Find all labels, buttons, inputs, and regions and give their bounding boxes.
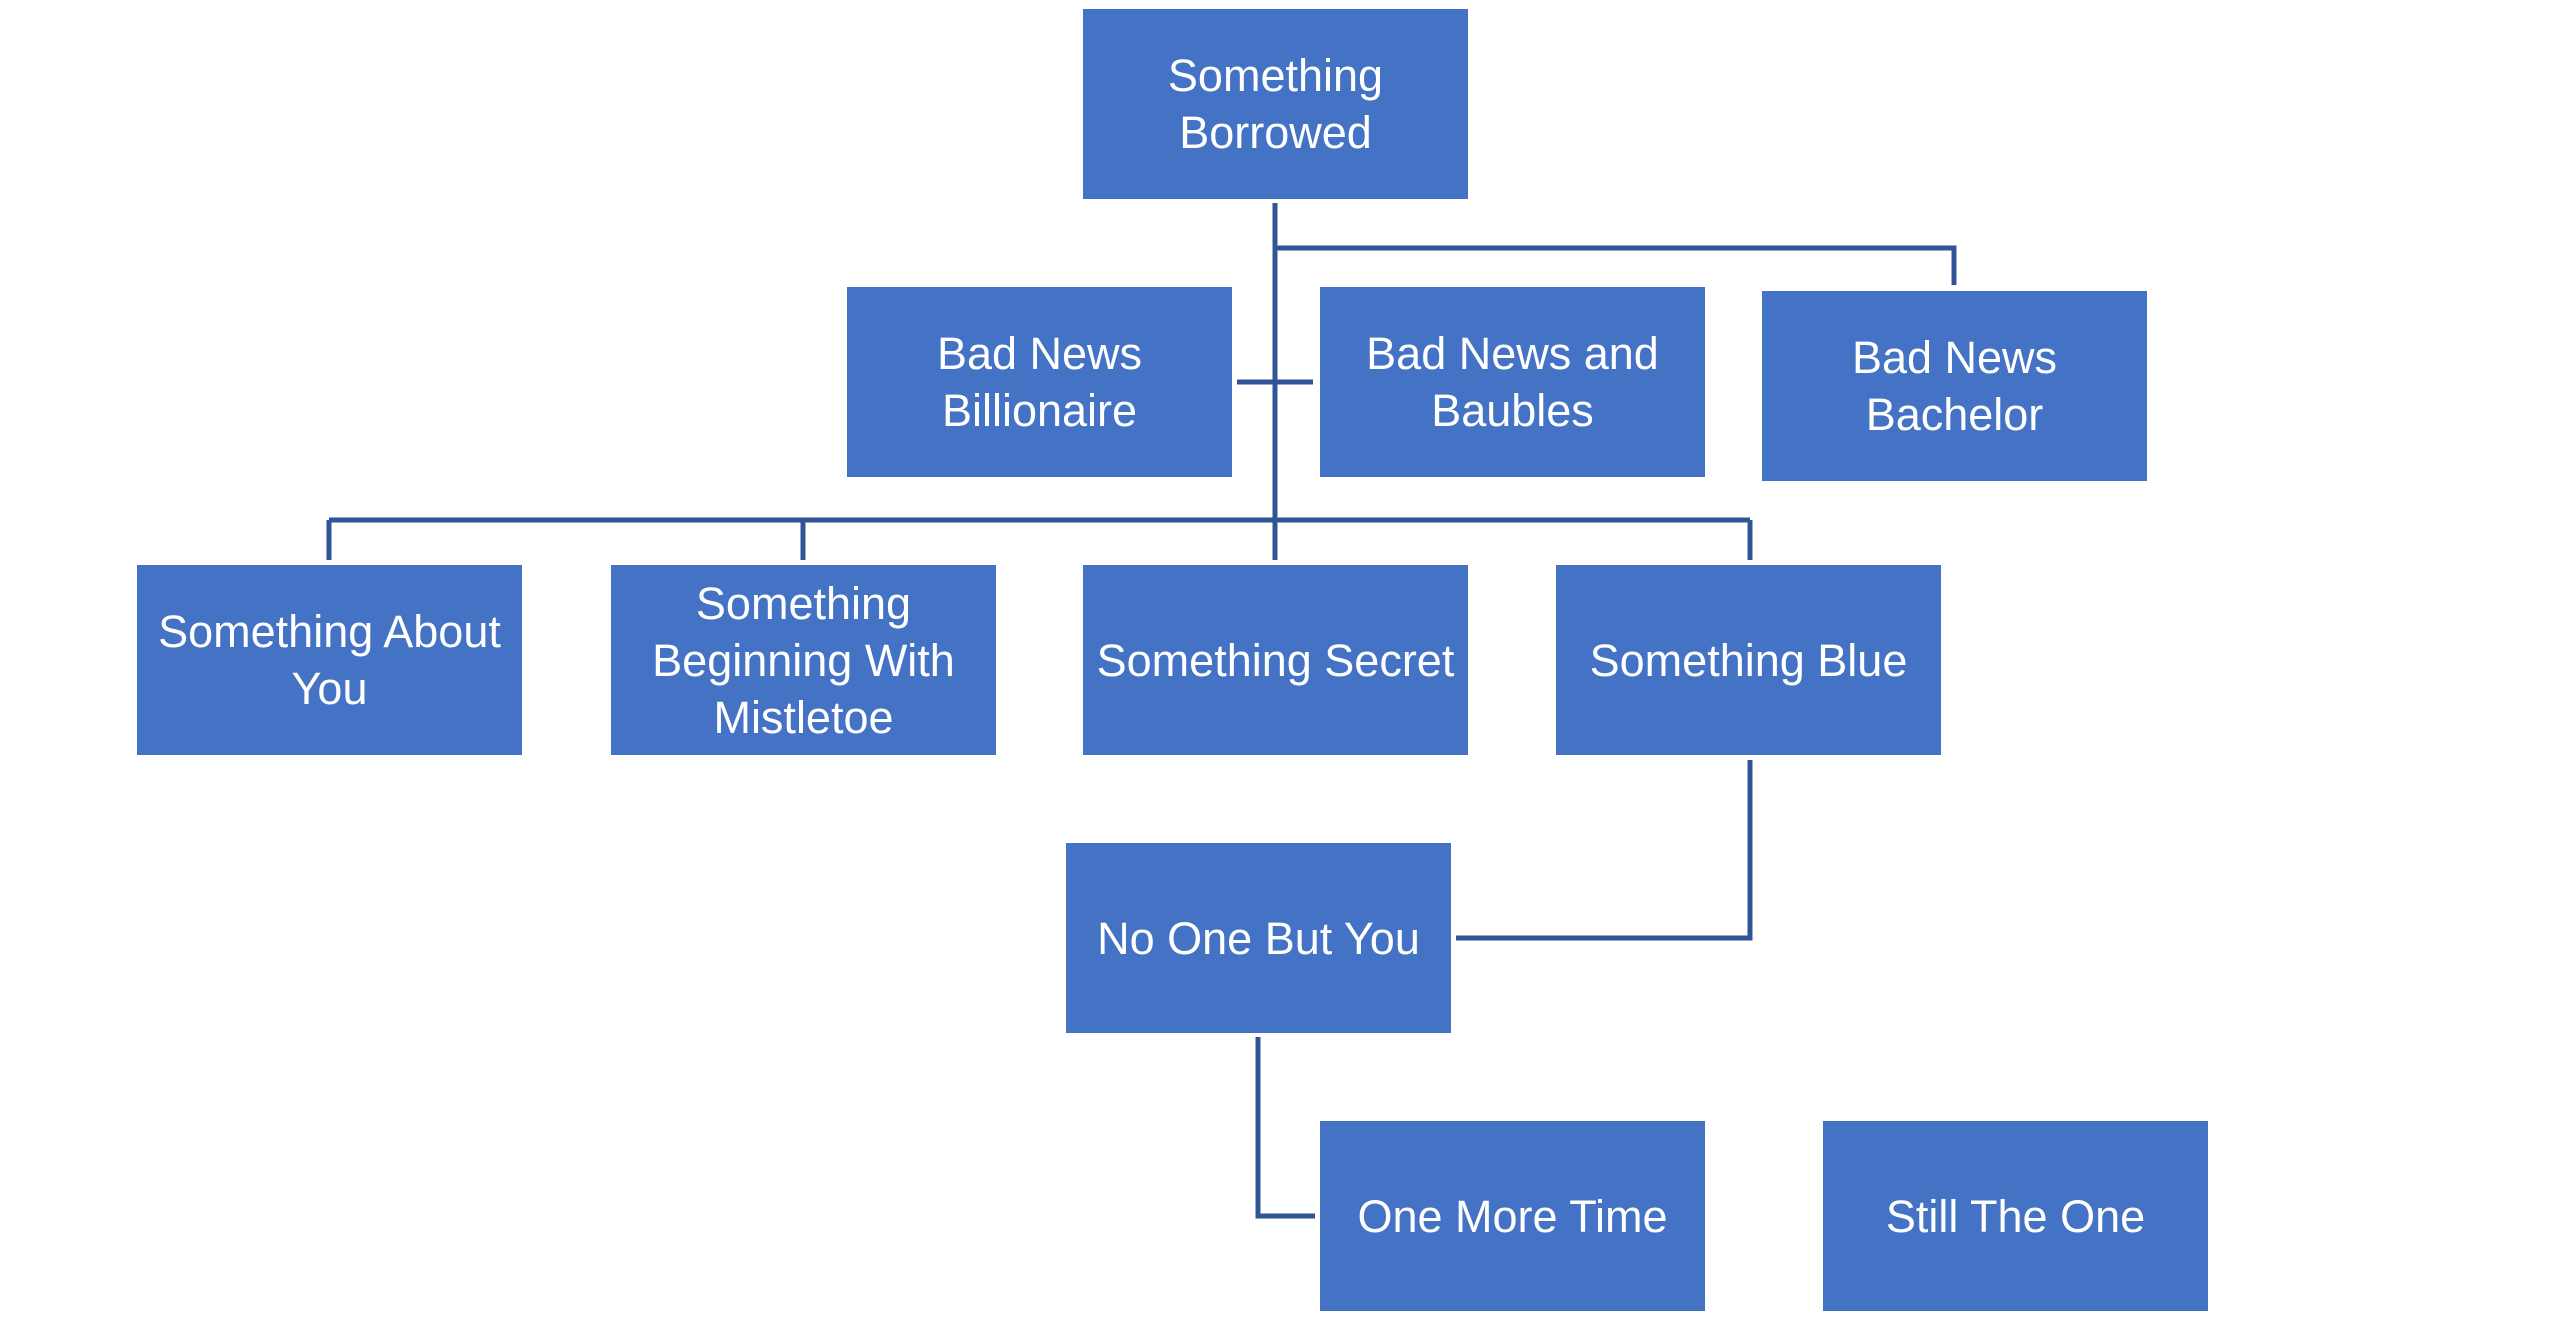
node-label: Something Secret (1096, 634, 1455, 686)
node-label: One More Time (1357, 1190, 1668, 1242)
node-no-one-but-you: No One But You (1066, 843, 1451, 1033)
node-label: Something Borrowed (1167, 50, 1384, 158)
connector-no-one-but-you-to-one-more-time (1255, 1037, 1315, 1219)
node-bad-news-billionaire: Bad News Billionaire (847, 287, 1232, 477)
node-label: Something Beginning With Mistletoe (652, 577, 955, 743)
node-label: Something Blue (1589, 634, 1908, 686)
node-still-the-one: Still The One (1823, 1121, 2208, 1311)
node-something-beginning-with-mistletoe: Something Beginning With Mistletoe (611, 565, 996, 755)
node-bad-news-bachelor: Bad News Bachelor (1762, 291, 2147, 481)
node-label: No One But You (1097, 912, 1420, 964)
node-label: Bad News Bachelor (1851, 332, 2058, 440)
node-label: Bad News Billionaire (936, 328, 1143, 436)
connector-blue-to-no-one-but-you (1456, 760, 1753, 941)
node-something-borrowed: Something Borrowed (1083, 9, 1468, 199)
node-label: Bad News and Baubles (1366, 328, 1659, 436)
node-bad-news-and-baubles: Bad News and Baubles (1320, 287, 1705, 477)
node-label: Something About You (158, 606, 501, 714)
node-label: Still The One (1885, 1190, 2146, 1242)
node-something-blue: Something Blue (1556, 565, 1941, 755)
node-one-more-time: One More Time (1320, 1121, 1705, 1311)
connector-bad-news-bachelor (1275, 245, 1957, 285)
node-something-secret: Something Secret (1083, 565, 1468, 755)
node-something-about-you: Something About You (137, 565, 522, 755)
